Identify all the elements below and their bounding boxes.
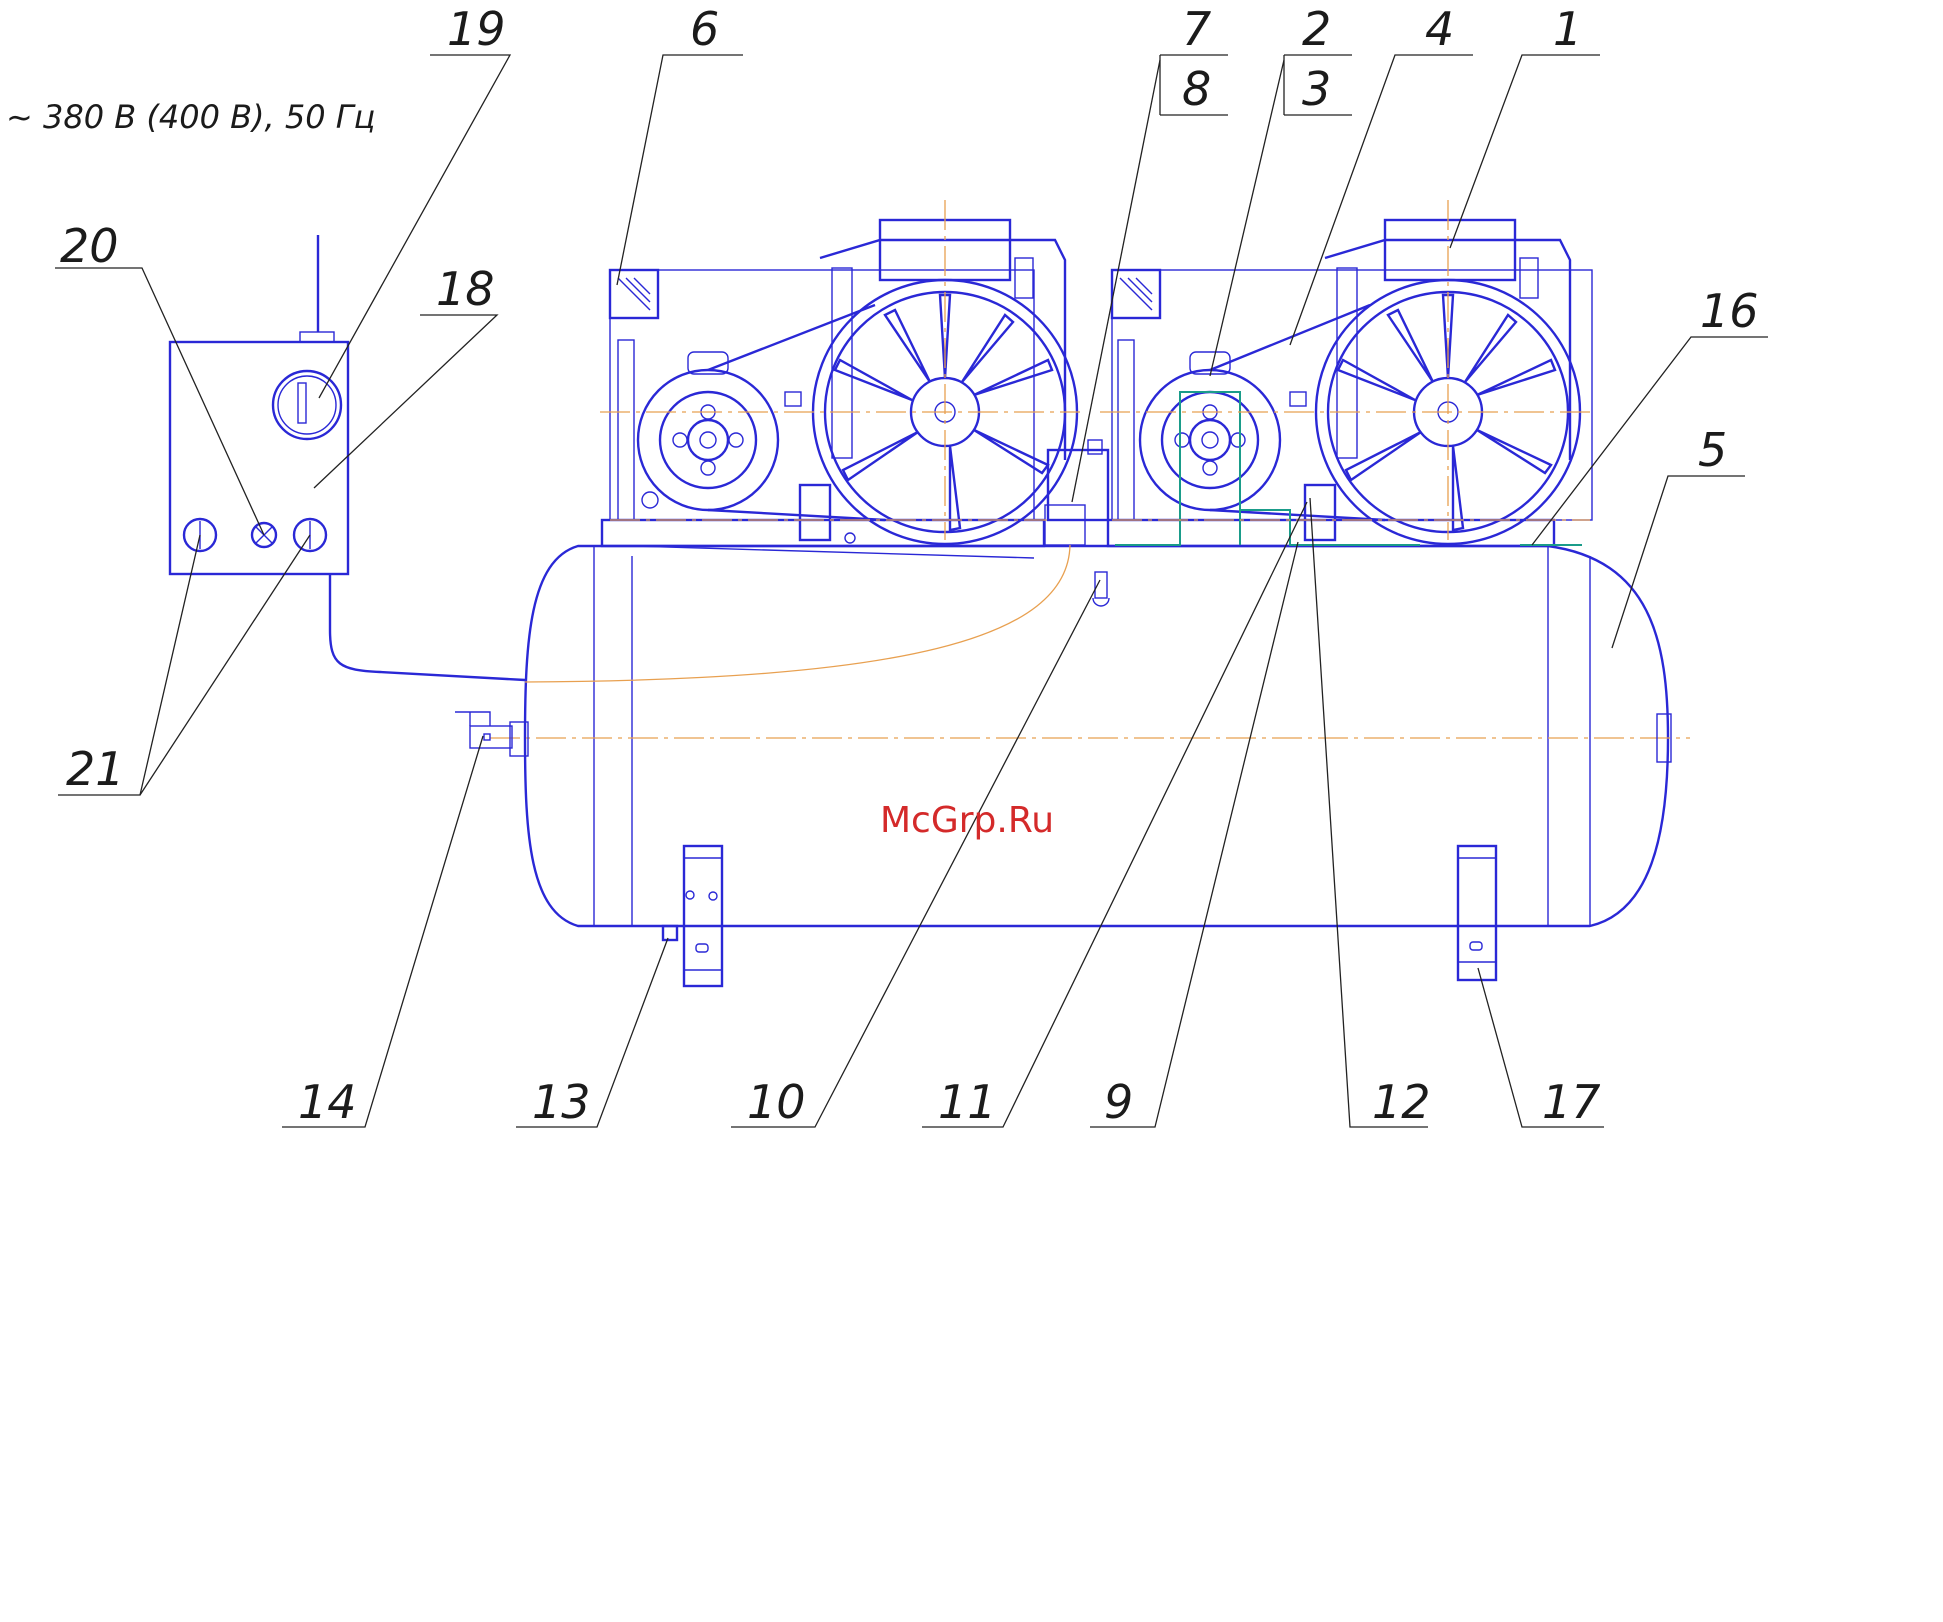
callout-12: 12 [1372,1075,1431,1129]
callout-17: 17 [1542,1075,1601,1129]
callout-9: 9 [1104,1075,1133,1129]
callout-10: 10 [747,1075,806,1129]
callout-7: 7 [1182,2,1211,56]
callout-14: 14 [298,1075,357,1129]
callout-16: 16 [1700,284,1759,338]
tank-support-right [1458,846,1496,980]
callout-13: 13 [532,1075,591,1129]
leader-lines [55,55,1768,1127]
pressure-switch [525,440,1109,682]
drain-valve [455,712,528,756]
callout-4: 4 [1425,2,1454,56]
callout-20: 20 [60,219,119,273]
callout-18: 18 [436,262,495,316]
tank-support-left [663,846,722,986]
compressor-unit-right [1100,200,1592,546]
supply-voltage-label: ~ 380 В (400 В), 50 Гц [6,98,375,136]
callout-5: 5 [1698,423,1727,477]
callout-21: 21 [66,742,125,796]
watermark: McGrp.Ru [880,800,1054,841]
callout-19: 19 [447,2,506,56]
callout-2: 2 [1302,2,1331,56]
callout-8: 8 [1182,62,1211,116]
callout-3: 3 [1302,62,1331,116]
callout-6: 6 [690,2,719,56]
receiver-tank [490,546,1690,926]
compressor-unit-left [600,200,1085,558]
callout-1: 1 [1553,2,1582,56]
callout-11: 11 [938,1075,997,1129]
